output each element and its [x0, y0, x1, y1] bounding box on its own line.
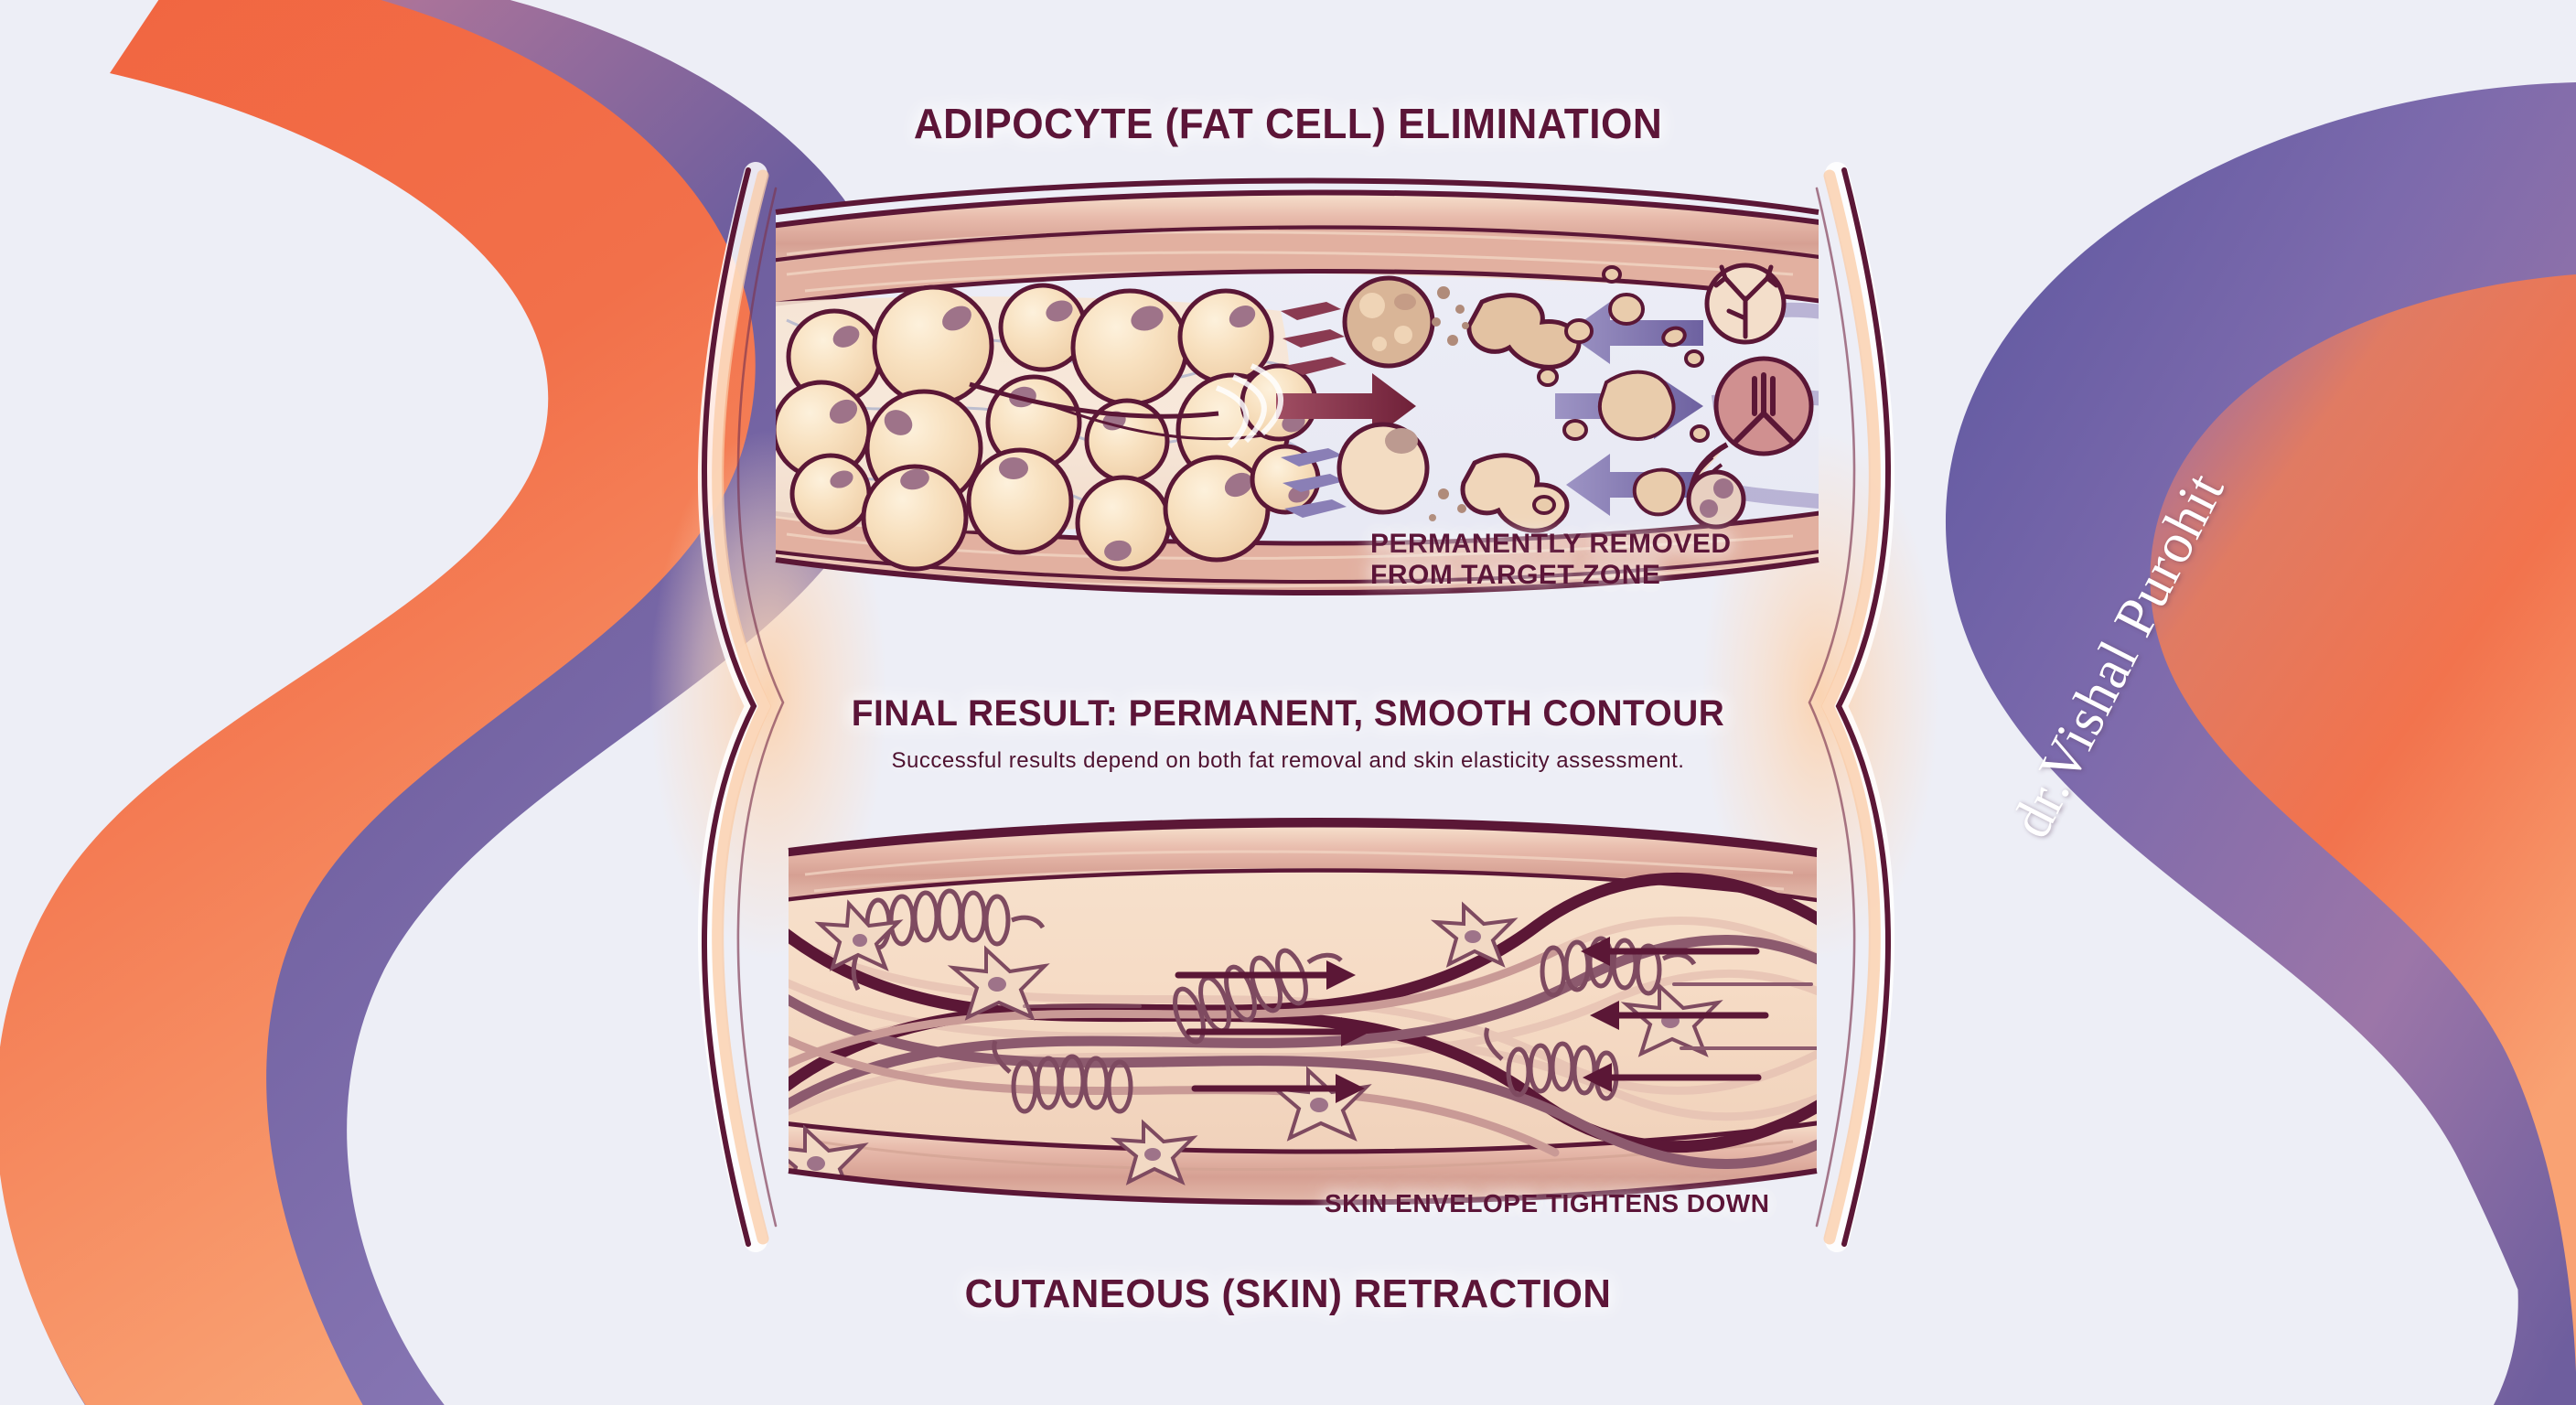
dermal-band-top — [789, 826, 1817, 902]
arrow-right-3 — [1191, 1074, 1365, 1103]
page-title-bottom: CUTANEOUS (SKIN) RETRACTION — [964, 1271, 1612, 1316]
adipocyte-panel — [775, 177, 1819, 595]
damaged-cells — [1336, 275, 1582, 533]
dermal-band-bottom — [789, 1123, 1817, 1203]
fibroblast — [814, 899, 904, 971]
page-title-middle: FINAL RESULT: PERMANENT, SMOOTH CONTOUR — [851, 693, 1725, 734]
elastin-coil — [1540, 936, 1697, 998]
skin-retraction-panel — [788, 818, 1818, 1206]
multinucleate-cell — [1686, 469, 1746, 530]
micro-debris — [1429, 286, 1469, 521]
immune-cells — [1686, 263, 1814, 530]
lymphatic-cell — [1704, 263, 1787, 345]
arrow-right-2 — [1186, 1017, 1370, 1046]
arrow-left-purple-upper — [1566, 302, 1703, 364]
retraction-arrows — [1023, 937, 1817, 1103]
subtitle-middle: Successful results depend on both fat re… — [891, 748, 1685, 773]
elastin-coil — [992, 1040, 1133, 1114]
page-title-top: ADIPOCYTE (FAT CELL) ELIMINATION — [913, 100, 1663, 147]
ribbon-right-orange — [2150, 274, 2576, 1372]
collagen-bundles — [789, 873, 1817, 1169]
arrow-left-3 — [1583, 1063, 1762, 1092]
fibroblast — [1430, 901, 1519, 968]
lipid-fragments — [1532, 265, 1710, 517]
caption-skin-envelope: SKIN ENVELOPE TIGHTENS DOWN — [1325, 1189, 1770, 1217]
body-contour-outline — [697, 162, 1895, 1252]
arrow-left-1 — [1581, 937, 1760, 966]
fibroblast — [1110, 1119, 1198, 1185]
arrow-right-1 — [1175, 960, 1356, 990]
arrow-left-2 — [1590, 1001, 1769, 1030]
adipocyte-cluster — [776, 283, 1321, 572]
caption-permanently-removed: PERMANENTLY REMOVED FROM TARGET ZONE — [1370, 529, 1732, 590]
fibroblast — [947, 945, 1050, 1021]
ribbon-left-orange — [0, 0, 756, 1405]
